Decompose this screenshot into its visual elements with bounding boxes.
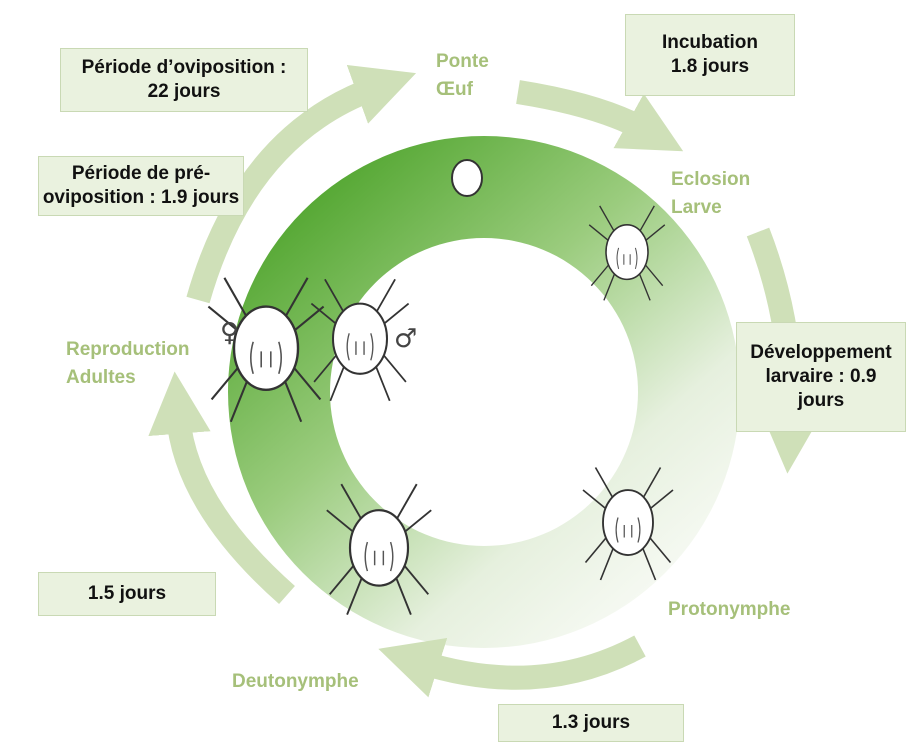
- preoviposition-line1: Période de pré-: [72, 162, 210, 186]
- arrow-protonymph-to-deutonymph: [420, 646, 640, 678]
- protonymph-duration-box: 1.3 jours: [498, 704, 684, 742]
- deutonymph-duration-box: 1.5 jours: [38, 572, 216, 616]
- oviposition-line2: 22 jours: [148, 80, 221, 104]
- stage-larva-title: Eclosion: [671, 166, 750, 194]
- stage-egg-subtitle: Œuf: [436, 76, 489, 104]
- incubation-box: Incubation 1.8 jours: [625, 14, 795, 96]
- life-cycle-ring: [228, 136, 740, 648]
- larval-development-line1: Développement: [750, 341, 891, 365]
- stage-protonymph-label: Protonymphe: [668, 596, 790, 624]
- female-symbol: ♀: [220, 318, 239, 348]
- male-symbol: ♂: [394, 324, 417, 354]
- arrow-egg-to-larva: [518, 92, 645, 130]
- stage-deutonymph-title: Deutonymphe: [232, 668, 359, 696]
- larval-development-box: Développement larvaire : 0.9 jours: [736, 322, 906, 432]
- stage-adult-subtitle: Adultes: [66, 364, 190, 392]
- stage-egg-label: Ponte Œuf: [436, 48, 489, 103]
- stage-larva-subtitle: Larve: [671, 194, 750, 222]
- incubation-duration: 1.8 jours: [671, 55, 749, 79]
- stage-larva-label: Eclosion Larve: [671, 166, 750, 221]
- stage-adult-label: Reproduction Adultes: [66, 336, 190, 391]
- stage-adult-title: Reproduction: [66, 336, 190, 364]
- incubation-title: Incubation: [662, 31, 758, 55]
- egg-icon: [452, 160, 482, 196]
- oviposition-box: Période d’oviposition : 22 jours: [60, 48, 308, 112]
- preoviposition-box: Période de pré- oviposition : 1.9 jours: [38, 156, 244, 216]
- stage-deutonymph-label: Deutonymphe: [232, 668, 359, 696]
- preoviposition-line2: oviposition : 1.9 jours: [43, 186, 239, 210]
- larval-development-line3: jours: [798, 389, 844, 413]
- larval-development-line2: larvaire : 0.9: [766, 365, 877, 389]
- deutonymph-duration: 1.5 jours: [88, 582, 166, 606]
- stage-protonymph-title: Protonymphe: [668, 596, 790, 624]
- oviposition-line1: Période d’oviposition :: [82, 56, 287, 80]
- stage-egg-title: Ponte: [436, 48, 489, 76]
- protonymph-duration: 1.3 jours: [552, 711, 630, 735]
